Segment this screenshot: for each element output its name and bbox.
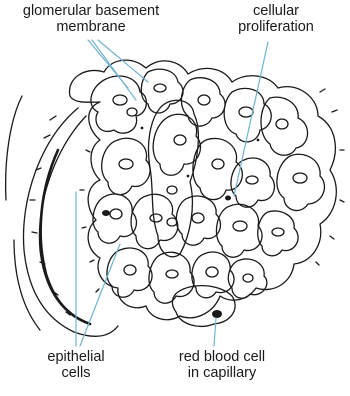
label-line: glomerular basement <box>0 3 182 19</box>
bowmans-capsule-thick <box>41 150 90 324</box>
label-cellular-proliferation: cellular proliferation <box>224 3 328 35</box>
label-line: cellular <box>224 3 328 19</box>
leader-cp <box>234 42 268 196</box>
rbc-capillary <box>172 286 235 327</box>
label-epithelial-cells: epithelial cells <box>36 349 116 381</box>
label-red-blood-cell-in-capillary: red blood cell in capillary <box>158 349 286 381</box>
nucleus-dot <box>102 210 110 216</box>
leader-rbc <box>214 318 216 346</box>
glomerular-tuft-outline <box>69 60 336 320</box>
capillary-loop <box>192 252 234 298</box>
capsule-outer-fiber-2 <box>14 240 40 330</box>
capillary-loop <box>107 248 152 297</box>
capillary-loop <box>102 138 150 194</box>
capillary-loop <box>176 196 220 245</box>
label-line: membrane <box>0 19 182 35</box>
label-line: proliferation <box>224 19 328 35</box>
capsule-outer-fiber <box>6 96 22 200</box>
central-lobule <box>148 100 198 257</box>
label-line: cells <box>36 365 116 381</box>
capillary-loop <box>181 78 225 126</box>
label-glomerular-basement-membrane: glomerular basement membrane <box>0 3 182 35</box>
bowmans-capsule-outer <box>23 108 118 336</box>
label-line: in capillary <box>158 365 286 381</box>
capillary-loop <box>258 211 298 256</box>
label-line: epithelial <box>36 349 116 365</box>
red-blood-cell-dot <box>212 310 222 318</box>
label-line: red blood cell <box>158 349 286 365</box>
nucleus-dot <box>225 196 231 201</box>
